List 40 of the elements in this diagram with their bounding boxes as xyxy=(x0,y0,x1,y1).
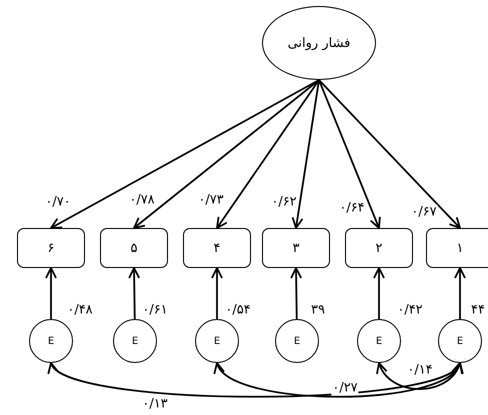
node-label: E xyxy=(376,336,382,346)
error-circle xyxy=(195,319,239,363)
node-label: E xyxy=(456,336,464,346)
curved-double-arrow xyxy=(378,362,462,390)
arrow xyxy=(290,267,302,320)
node-label: ۵ xyxy=(130,240,138,256)
node-label: ۱ xyxy=(456,240,464,256)
arrow xyxy=(45,267,57,319)
node-label: ۴ xyxy=(214,240,220,256)
variable-box xyxy=(100,228,168,268)
variable-box xyxy=(17,228,85,268)
arrow xyxy=(211,267,223,319)
error-circle xyxy=(438,319,482,363)
node-label: E xyxy=(214,336,220,346)
arrow xyxy=(318,80,381,229)
variable-box xyxy=(262,228,330,268)
arrow xyxy=(318,79,461,229)
variable-box xyxy=(183,228,251,268)
curved-double-arrow xyxy=(216,362,461,398)
node-label: E xyxy=(132,336,138,346)
arrow xyxy=(373,267,385,319)
node-label: ۲ xyxy=(376,240,382,256)
arrow xyxy=(128,267,140,320)
variable-box xyxy=(345,228,413,268)
arrow xyxy=(454,267,466,319)
error-circle xyxy=(113,319,157,363)
node-label: E xyxy=(294,336,300,346)
arrow xyxy=(216,79,320,229)
arrow xyxy=(133,79,320,229)
node-label: فشار روانی xyxy=(288,36,350,50)
arrow xyxy=(50,79,320,229)
variable-box xyxy=(426,228,488,268)
error-circle xyxy=(29,319,73,363)
arrow xyxy=(292,80,320,229)
node-label: ۳ xyxy=(292,240,300,256)
node-label: ۶ xyxy=(48,240,54,256)
edge-label: ۰/۲۷ xyxy=(331,380,359,396)
node-label: E xyxy=(48,336,54,346)
error-circle xyxy=(275,319,319,363)
error-circle xyxy=(357,319,401,363)
